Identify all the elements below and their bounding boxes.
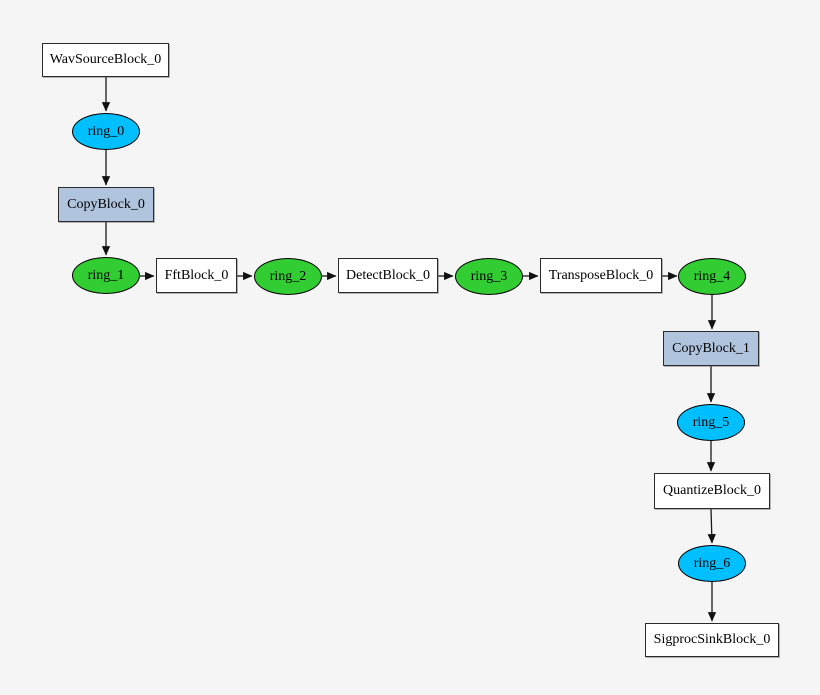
node-label: TransposeBlock_0 xyxy=(548,267,654,283)
node-ring-2: ring_2 xyxy=(254,258,322,295)
edge-quantize-ring6 xyxy=(707,508,716,544)
node-label: DetectBlock_0 xyxy=(346,267,430,283)
node-label: CopyBlock_1 xyxy=(672,340,750,356)
node-ring-5: ring_5 xyxy=(677,404,745,441)
node-ring-1: ring_1 xyxy=(72,257,140,294)
node-ring-3: ring_3 xyxy=(455,258,523,295)
node-fftblock-0: FftBlock_0 xyxy=(156,258,237,293)
node-wavsourceblock-0: WavSourceBlock_0 xyxy=(42,43,169,77)
node-label: QuantizeBlock_0 xyxy=(663,483,761,498)
node-label: ring_4 xyxy=(693,268,731,284)
node-label: ring_6 xyxy=(693,555,731,571)
node-ring-4: ring_4 xyxy=(678,258,746,295)
node-label: ring_3 xyxy=(470,268,508,284)
node-label: ring_2 xyxy=(269,268,307,284)
node-label: FftBlock_0 xyxy=(164,267,229,283)
node-label: WavSourceBlock_0 xyxy=(49,52,162,67)
node-sigprocsinkblock-0: SigprocSinkBlock_0 xyxy=(645,623,779,657)
node-detectblock-0: DetectBlock_0 xyxy=(338,258,438,293)
node-transposeblock-0: TransposeBlock_0 xyxy=(540,258,662,293)
node-label: CopyBlock_0 xyxy=(67,196,145,212)
node-label: SigprocSinkBlock_0 xyxy=(653,632,771,647)
node-label: ring_0 xyxy=(87,123,125,139)
node-copyblock-1: CopyBlock_1 xyxy=(663,331,759,366)
node-copyblock-0: CopyBlock_0 xyxy=(58,187,154,222)
node-ring-0: ring_0 xyxy=(72,113,140,150)
node-label: ring_1 xyxy=(87,267,125,283)
node-ring-6: ring_6 xyxy=(678,545,746,582)
node-label: ring_5 xyxy=(692,414,730,430)
node-quantizeblock-0: QuantizeBlock_0 xyxy=(654,473,770,509)
